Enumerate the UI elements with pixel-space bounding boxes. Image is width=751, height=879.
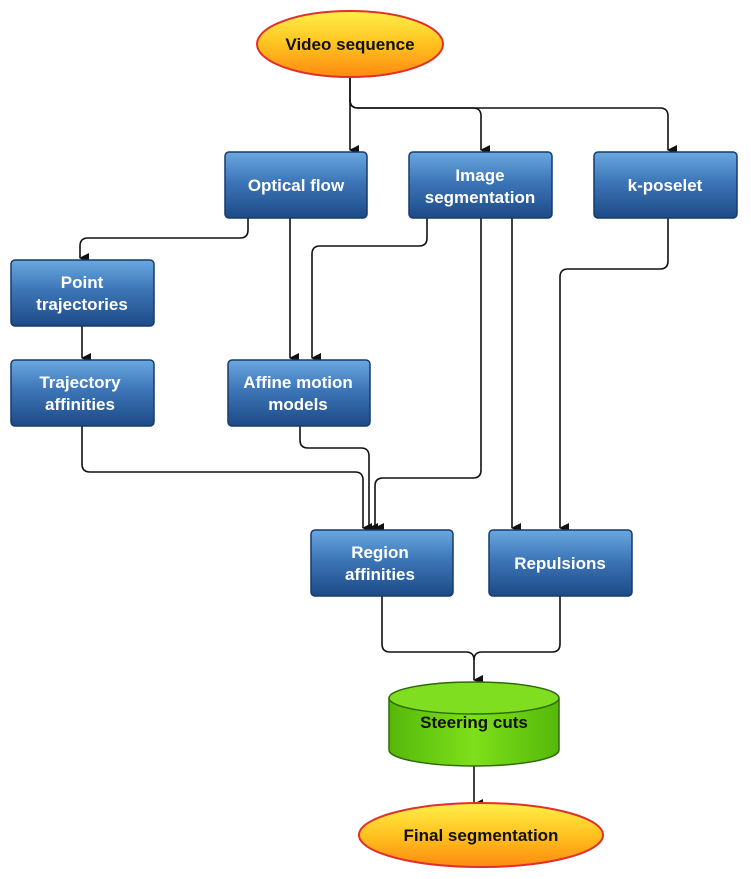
edge-traj-aff-to-region xyxy=(81,426,372,533)
video-sequence-label: Video sequence xyxy=(285,35,414,54)
affine-motion-models-line2: models xyxy=(268,395,328,414)
final-segmentation-label: Final segmentation xyxy=(404,826,559,845)
trajectory-affinities-line1: Trajectory xyxy=(39,373,121,392)
edge-image-seg-to-affine xyxy=(311,218,428,363)
edge-affine-to-region xyxy=(299,426,378,533)
node-repulsions: Repulsions xyxy=(488,529,633,597)
k-poselet-label: k-poselet xyxy=(628,176,703,195)
optical-flow-label: Optical flow xyxy=(248,176,345,195)
edge-repulsions-to-steering xyxy=(473,596,561,661)
steering-cuts-label: Steering cuts xyxy=(420,713,528,732)
point-trajectories-line1: Point xyxy=(61,273,104,292)
node-image-segmentation: Image segmentation xyxy=(408,151,553,219)
node-affine-motion-models: Affine motion models xyxy=(227,359,371,427)
point-trajectories-line2: trajectories xyxy=(36,295,128,314)
affine-motion-models-line1: Affine motion xyxy=(243,373,353,392)
trajectory-affinities-line2: affinities xyxy=(45,395,115,414)
edge-optical-flow-to-point-trajectories xyxy=(79,218,249,263)
edge-k-poselet-to-repulsions xyxy=(559,218,669,533)
repulsions-label: Repulsions xyxy=(514,554,606,573)
node-final-segmentation: Final segmentation xyxy=(358,802,604,868)
node-steering-cuts: Steering cuts xyxy=(388,681,560,767)
region-affinities-line2: affinities xyxy=(345,565,415,584)
edge-region-to-steering xyxy=(381,596,483,685)
node-region-affinities: Region affinities xyxy=(310,529,454,597)
node-video-sequence: Video sequence xyxy=(256,10,444,78)
edge-image-seg-to-region xyxy=(374,218,482,533)
edge-video-to-image-segmentation xyxy=(349,78,490,155)
image-segmentation-line2: segmentation xyxy=(425,188,536,207)
node-optical-flow: Optical flow xyxy=(224,151,368,219)
edge-video-to-k-poselet xyxy=(349,99,677,155)
node-point-trajectories: Point trajectories xyxy=(10,259,155,327)
node-trajectory-affinities: Trajectory affinities xyxy=(10,359,155,427)
edges xyxy=(79,78,677,809)
image-segmentation-line1: Image xyxy=(455,166,504,185)
node-k-poselet: k-poselet xyxy=(593,151,738,219)
region-affinities-line1: Region xyxy=(351,543,409,562)
